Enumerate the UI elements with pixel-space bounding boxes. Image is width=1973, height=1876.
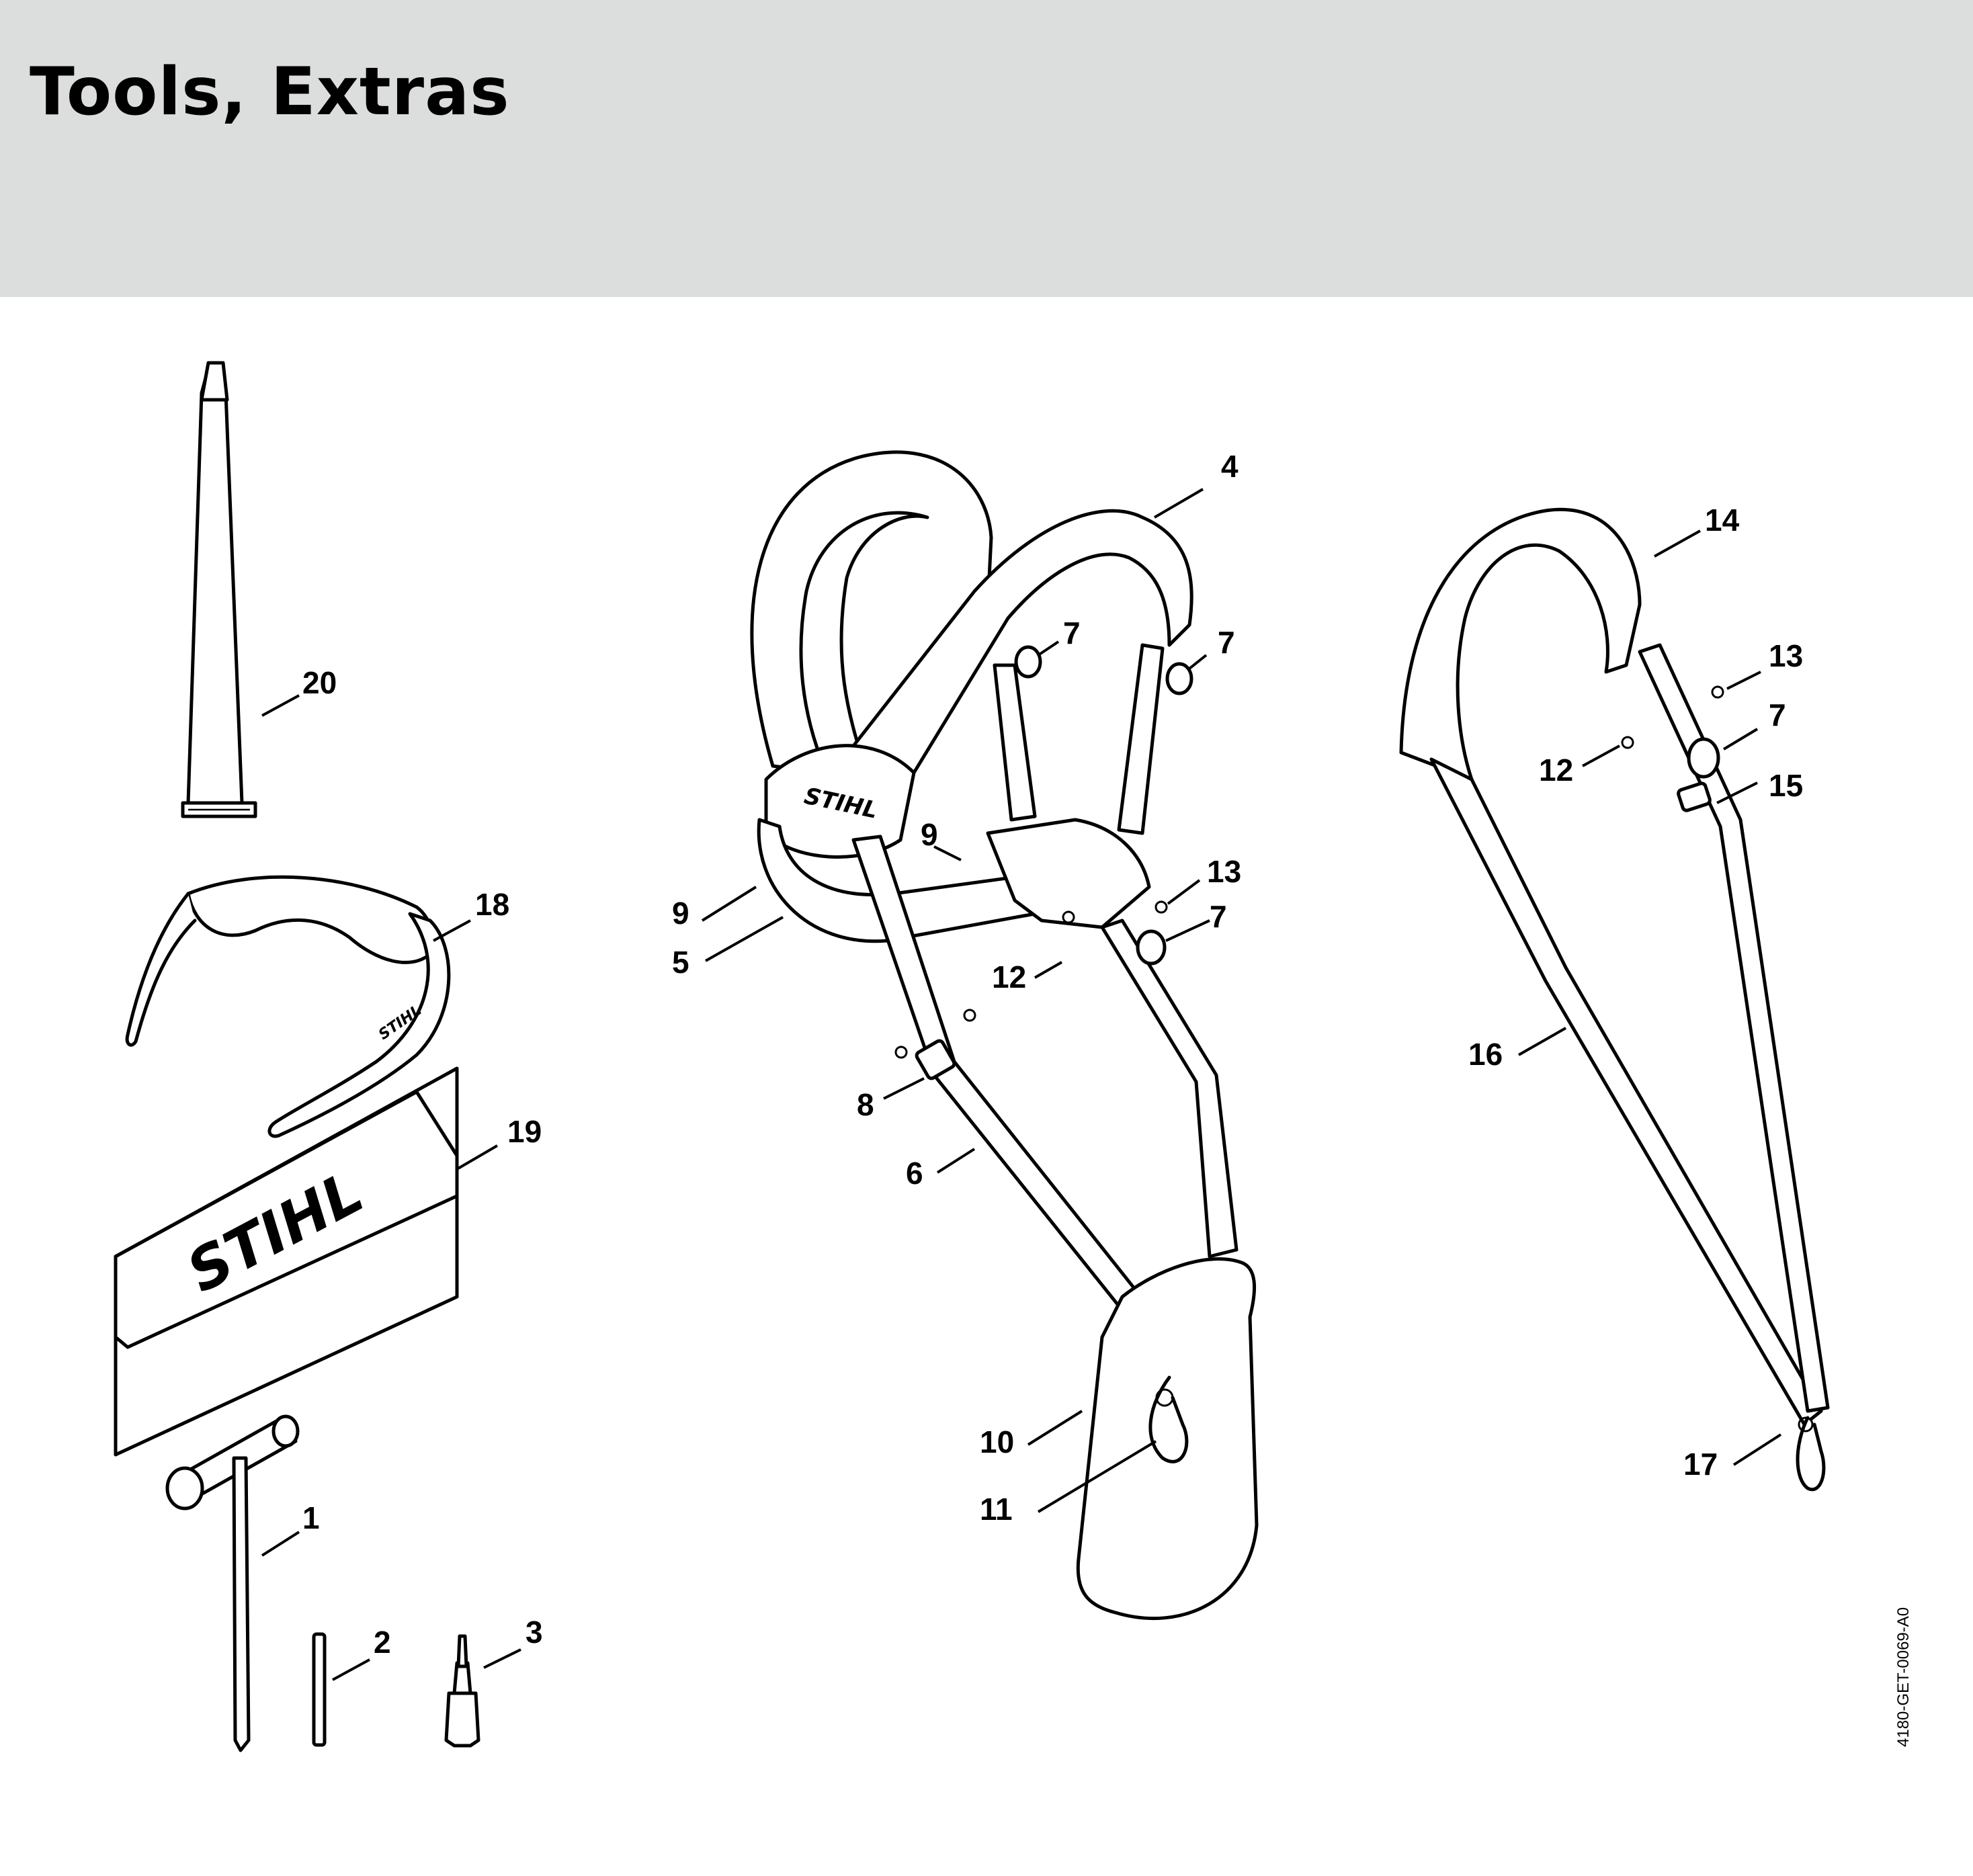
safety-glasses-drawing: STIHL (125, 875, 451, 1138)
tool-wallet-drawing: STIHL (114, 1066, 459, 1457)
callout-11: 11 (980, 1492, 1013, 1527)
grease-tube-drawing (181, 361, 257, 818)
callout-18: 18 (475, 887, 509, 922)
callout-2: 2 (374, 1625, 391, 1660)
callout-15: 16 (1468, 1037, 1503, 1072)
callout-13-b: 13 (1769, 638, 1803, 673)
leader-lines (261, 488, 1782, 1681)
callout-5: 5 (672, 945, 689, 980)
callout-1: 1 (302, 1500, 320, 1535)
drawing-reference: 4180-GET-0069-A0 (1894, 1607, 1913, 1747)
callout-7-c: 7 (1210, 899, 1227, 934)
page-title: Tools, Extras (30, 54, 510, 130)
shoulder-strap-drawing (1399, 507, 1830, 1492)
header-band: Tools, Extras (0, 0, 1973, 297)
callout-12-b: 12 (1539, 753, 1573, 787)
callout-4: 4 (1221, 449, 1239, 484)
callouts: 20 18 19 1 2 3 4 5 9 9 6 8 7 7 7 13 12 1… (302, 449, 1803, 1660)
callout-19: 19 (507, 1114, 542, 1149)
callout-10: 10 (980, 1424, 1014, 1459)
callout-9-left: 9 (672, 896, 689, 931)
callout-12-a: 12 (992, 960, 1026, 994)
callout-7-a: 7 (1063, 615, 1081, 650)
callout-7-d: 7 (1769, 697, 1786, 732)
callout-8: 8 (857, 1087, 874, 1122)
screwdriver-drawing (444, 1634, 480, 1748)
callout-9-center: 9 (921, 817, 938, 852)
callout-20: 20 (302, 665, 337, 700)
callout-7-b: 7 (1218, 625, 1235, 660)
callout-17: 17 (1683, 1447, 1718, 1482)
callout-13-a: 13 (1207, 854, 1241, 889)
callout-6: 6 (906, 1156, 923, 1191)
full-harness-drawing: STIHL (750, 450, 1259, 1620)
pin-drawing (312, 1632, 327, 1747)
callout-3: 3 (526, 1615, 543, 1650)
callout-16: 15 (1769, 768, 1803, 803)
callout-14: 14 (1705, 503, 1740, 538)
combination-wrench-drawing (165, 1414, 300, 1752)
